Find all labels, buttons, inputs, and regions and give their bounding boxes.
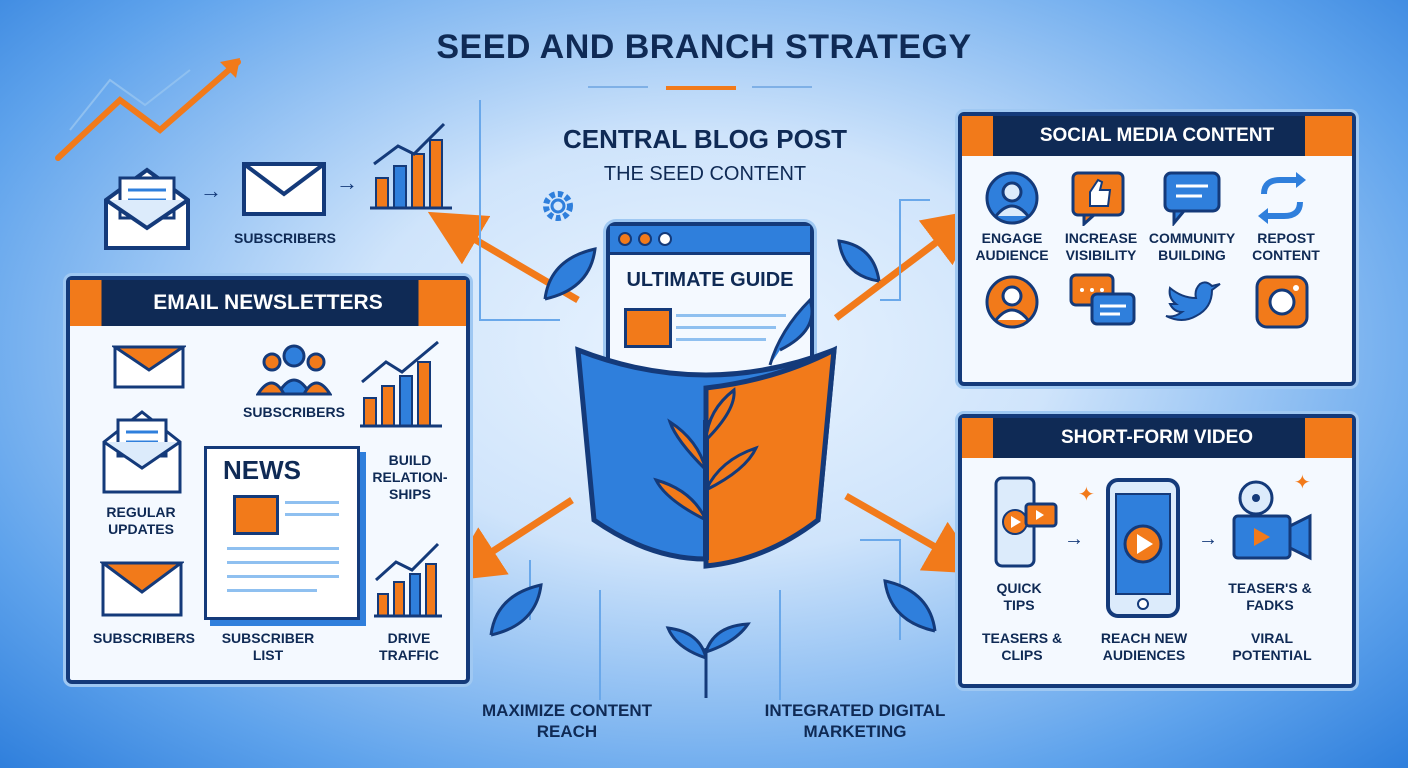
chat-bubble-icon (1163, 171, 1221, 226)
text-line (676, 314, 786, 317)
title-divider-right (752, 86, 812, 88)
repost-content-label: REPOST CONTENT (1252, 230, 1320, 263)
window-dot (658, 232, 672, 246)
news-image (233, 495, 279, 535)
film-camera-icon (1232, 480, 1312, 561)
flow-arrow-icon: → (200, 178, 222, 203)
window-dot (618, 232, 632, 246)
regular-updates-label: REGULAR UPDATES (106, 504, 176, 537)
leaf-icon (543, 247, 597, 301)
envelope-icon (242, 162, 326, 216)
open-envelope-icon (104, 167, 190, 250)
social-panel-header: SOCIAL MEDIA CONTENT (962, 116, 1352, 156)
subscribers-label-email-top: SUBSCRIBERS (243, 404, 345, 420)
user-circle-icon (985, 171, 1039, 225)
text-line (285, 501, 339, 504)
thumbs-up-icon (1071, 171, 1125, 226)
text-line (227, 589, 317, 592)
bar-chart-icon (370, 122, 452, 210)
traffic-chart-icon (374, 542, 442, 618)
chat-bubbles-icon (1069, 273, 1136, 326)
text-line (227, 575, 339, 578)
sprout-leaf-icon (768, 297, 814, 366)
teasers-clips-label: TEASERS & CLIPS (981, 630, 1063, 663)
growth-arrow-icon (55, 58, 241, 161)
window-dot (638, 232, 652, 246)
increase-visibility-label: INCREASE VISIBILITY (1064, 230, 1138, 263)
open-envelope-icon (102, 410, 182, 494)
sprout-icon (665, 622, 751, 698)
leaf-icon (837, 239, 881, 283)
text-line (227, 547, 339, 550)
leaf-icon (489, 583, 543, 637)
maximize-reach-label: MAXIMIZE CONTENT REACH (482, 701, 652, 741)
text-line (227, 561, 339, 564)
social-media-panel: SOCIAL MEDIA CONTENT (958, 112, 1356, 386)
text-line (676, 326, 776, 329)
seed-pot-icon (575, 345, 837, 569)
leaf-icon (883, 579, 937, 633)
flow-arrow-icon: → (336, 170, 358, 195)
subscriber-list-label: SUBSCRIBER LIST (221, 630, 315, 663)
user-circle-icon (985, 275, 1039, 329)
sparkle-icon: ✦ (1078, 484, 1095, 506)
build-relationships-label: BUILD RELATION-SHIPS (372, 452, 448, 502)
integrated-marketing-label: INTEGRATED DIGITAL MARKETING (764, 701, 946, 741)
envelope-icon (112, 345, 186, 389)
central-heading: CENTRAL BLOG POST (562, 124, 848, 154)
camera-icon (1255, 275, 1309, 329)
reach-new-audiences-label: REACH NEW AUDIENCES (1100, 630, 1188, 663)
repost-icon (1258, 172, 1306, 224)
flow-arrow-icon: → (1064, 528, 1084, 550)
teasers-fadks-label: TEASER'S & FADKS (1228, 580, 1312, 613)
quick-tips-label: QUICK TIPS (996, 580, 1042, 613)
envelope-icon (100, 561, 184, 617)
sparkle-icon: ✦ (1294, 472, 1311, 494)
subscribers-label-email-bottom: SUBSCRIBERS (93, 630, 195, 646)
phone-video-icon (994, 476, 1058, 568)
news-label: NEWS (223, 455, 301, 485)
central-heading-block: CENTRAL BLOG POST THE SEED CONTENT (500, 124, 910, 186)
title-divider-accent (666, 86, 736, 90)
browser-toolbar (610, 226, 810, 255)
users-group-icon (256, 344, 332, 396)
video-panel-header: SHORT-FORM VIDEO (962, 418, 1352, 458)
central-subheading: THE SEED CONTENT (603, 163, 807, 185)
gear-icon (543, 191, 573, 221)
growth-chart-icon (360, 340, 442, 428)
subscribers-label-top: SUBSCRIBERS (234, 230, 336, 246)
bird-icon (1165, 281, 1221, 321)
smartphone-play-icon (1106, 478, 1180, 618)
page-title: SEED AND BRANCH STRATEGY (436, 28, 972, 66)
viral-potential-label: VIRAL POTENTIAL (1232, 630, 1312, 663)
text-line (676, 338, 766, 341)
engage-audience-label: ENGAGE AUDIENCE (975, 230, 1049, 263)
drive-traffic-label: DRIVE TRAFFIC (379, 630, 439, 663)
article-image (624, 308, 672, 348)
email-panel-header: EMAIL NEWSLETTERS (70, 280, 466, 326)
ultimate-guide-title: ULTIMATE GUIDE (626, 269, 794, 291)
newspaper-icon: NEWS (204, 446, 360, 620)
flow-arrow-icon: → (1198, 528, 1218, 550)
community-building-label: COMMUNITY BUILDING (1148, 230, 1236, 263)
title-divider-left (588, 86, 648, 88)
text-line (285, 513, 339, 516)
